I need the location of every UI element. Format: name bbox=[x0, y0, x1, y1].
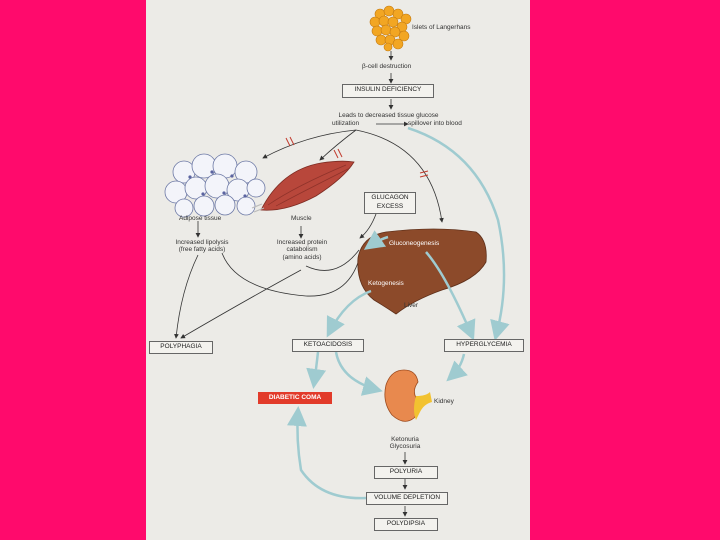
liver-label: Liver bbox=[404, 302, 419, 309]
muscle-label: Muscle bbox=[291, 215, 312, 222]
blue-arrows bbox=[286, 126, 510, 500]
beta-cell-label: β-cell destruction bbox=[362, 63, 412, 70]
figure-page: Islets of Langerhans β-cell destruction … bbox=[146, 0, 530, 540]
insulin-deficiency-box: INSULIN DEFICIENCY bbox=[342, 84, 434, 98]
kidney-illustration bbox=[384, 369, 432, 422]
ketoacidosis-box: KETOACIDOSIS bbox=[292, 339, 364, 352]
utilization-label: utilization bbox=[332, 120, 360, 127]
protein-catabolism-label: Increased protein catabolism (amino acid… bbox=[276, 239, 328, 261]
muscle-illustration bbox=[251, 160, 355, 213]
diabetic-coma-box: DIABETIC COMA bbox=[258, 392, 332, 404]
leads-label: Leads to decreased tissue glucose bbox=[338, 112, 439, 119]
adipose-tissue-illustration bbox=[164, 153, 266, 218]
hyperglycemia-box: HYPERGLYCEMIA bbox=[444, 339, 524, 352]
polyuria-box: POLYURIA bbox=[374, 466, 438, 479]
blocked-pathway-marks bbox=[285, 136, 429, 178]
spillover-label: spillover into blood bbox=[408, 120, 462, 127]
polyphagia-box: POLYPHAGIA bbox=[149, 341, 213, 354]
gluconeogenesis-label: Gluconeogenesis bbox=[389, 240, 440, 247]
islets-label: Islets of Langerhans bbox=[412, 24, 471, 31]
ketonuria-glycosuria-label: Ketonuria Glycosuria bbox=[389, 436, 421, 451]
diagram-graphics bbox=[164, 5, 510, 517]
lipolysis-label: Increased lipolysis (free fatty acids) bbox=[175, 239, 229, 254]
polydipsia-box: POLYDIPSIA bbox=[374, 518, 438, 531]
adipose-label: Adipose tissue bbox=[179, 215, 222, 222]
islets-of-langerhans-illustration bbox=[369, 5, 412, 52]
glucagon-excess-box: GLUCAGON EXCESS bbox=[364, 192, 416, 214]
volume-depletion-box: VOLUME DEPLETION bbox=[366, 492, 448, 505]
liver-illustration bbox=[357, 228, 487, 315]
pathway-arrows bbox=[174, 51, 444, 339]
ketogenesis-label: Ketogenesis bbox=[368, 280, 404, 287]
kidney-label: Kidney bbox=[434, 398, 454, 405]
